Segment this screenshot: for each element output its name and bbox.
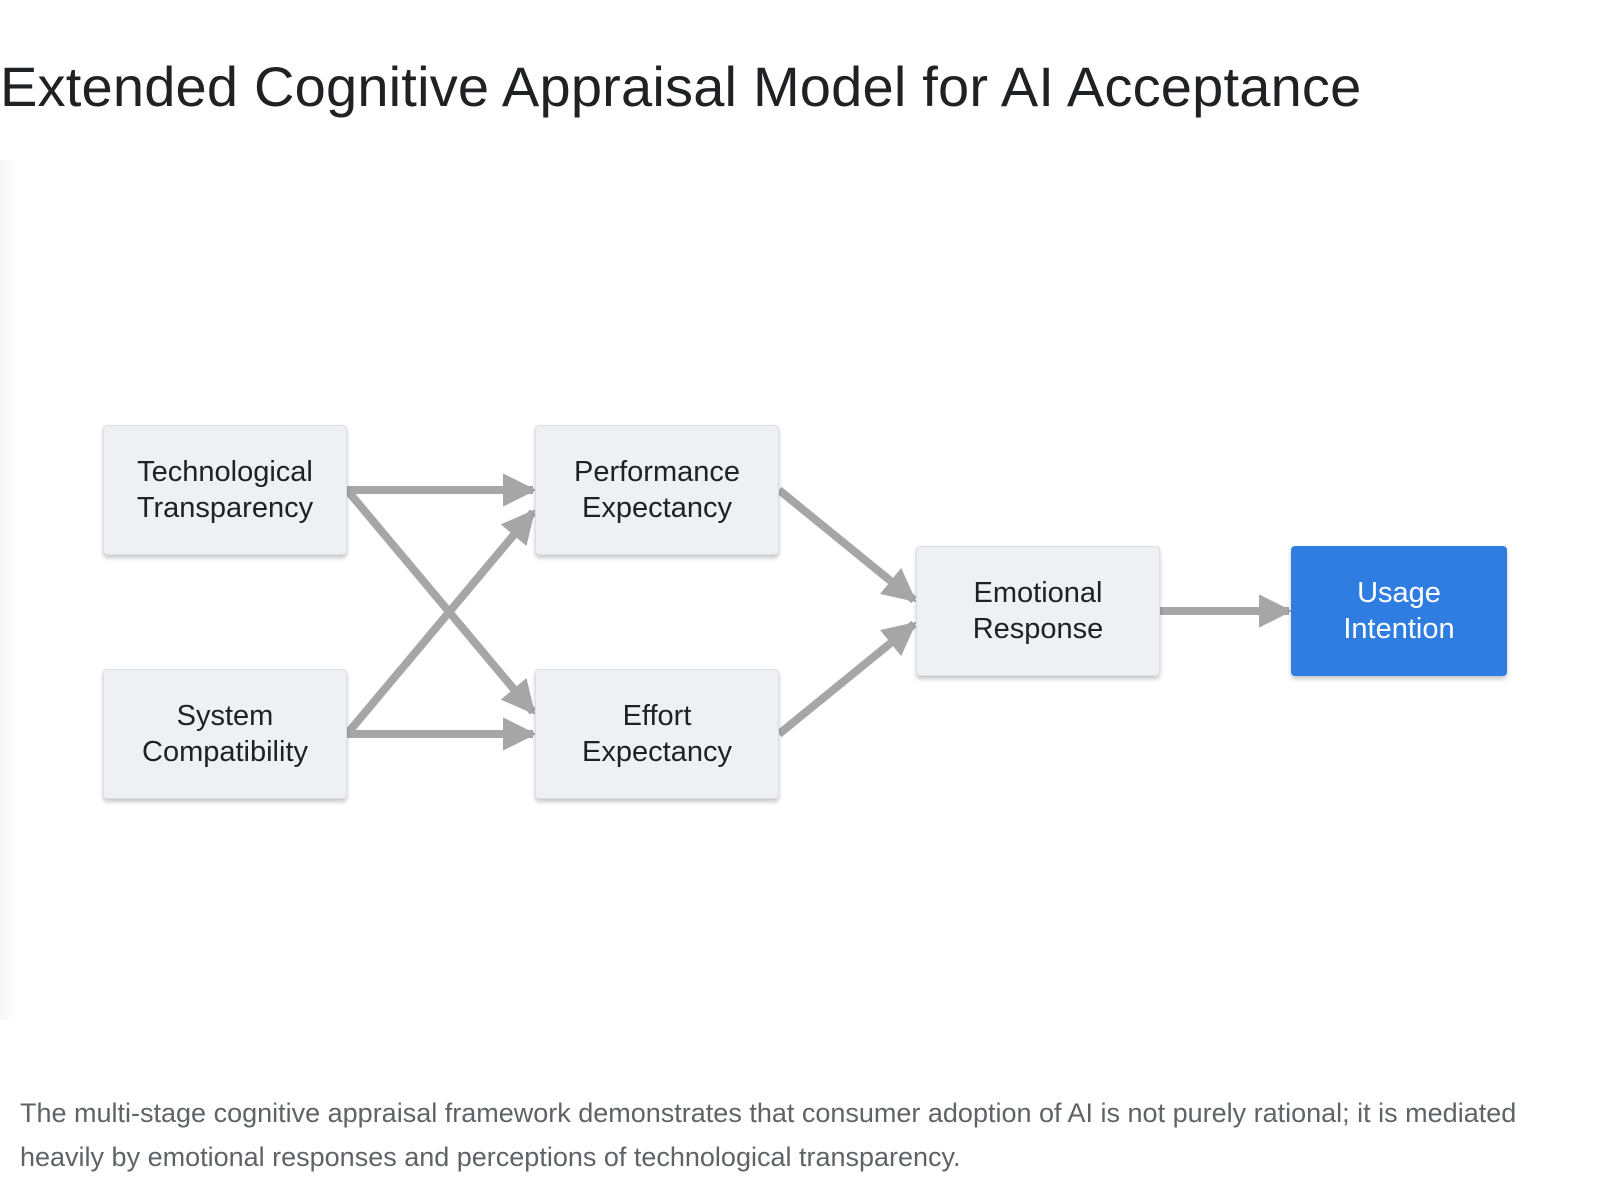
page-title: Extended Cognitive Appraisal Model for A… bbox=[0, 55, 1362, 118]
node-usage-intention: Usage Intention bbox=[1291, 546, 1507, 676]
node-label: Emotional Response bbox=[972, 577, 1104, 645]
arrow-system-to-performance bbox=[343, 509, 537, 737]
left-edge-shading bbox=[0, 160, 16, 1020]
arrow-performance-to-emotional bbox=[776, 486, 917, 604]
figure-caption: The multi-stage cognitive appraisal fram… bbox=[20, 1098, 1517, 1172]
node-label: Effort Expectancy bbox=[582, 700, 732, 768]
arrow-tech-to-effort bbox=[343, 487, 537, 715]
node-label: Performance Expectancy bbox=[573, 456, 740, 524]
node-label: Technological Transparency bbox=[136, 456, 314, 524]
node-label: Usage Intention bbox=[1343, 577, 1455, 645]
node-system-compatibility: System Compatibility bbox=[103, 669, 347, 799]
node-effort-expectancy: Effort Expectancy bbox=[535, 669, 779, 799]
node-label: System Compatibility bbox=[142, 700, 308, 768]
node-technological-transparency: Technological Transparency bbox=[103, 425, 347, 555]
node-performance-expectancy: Performance Expectancy bbox=[535, 425, 779, 555]
arrow-effort-to-emotional bbox=[776, 620, 917, 738]
node-emotional-response: Emotional Response bbox=[916, 546, 1160, 676]
